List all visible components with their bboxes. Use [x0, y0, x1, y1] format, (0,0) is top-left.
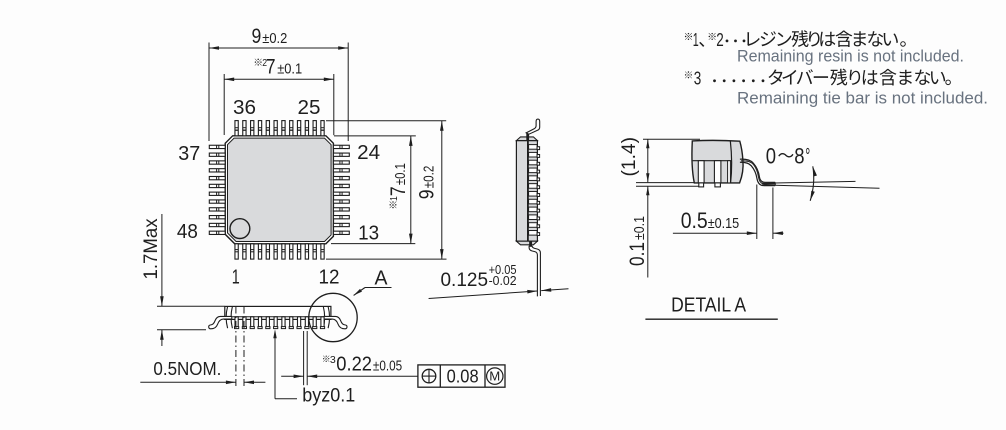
svg-text:7: 7: [266, 56, 276, 79]
svg-text:(1.4): (1.4): [618, 137, 640, 177]
svg-text:0: 0: [766, 144, 776, 169]
svg-text:1: 1: [693, 29, 699, 50]
svg-text:25: 25: [298, 96, 321, 119]
svg-text:byz0.1: byz0.1: [302, 385, 355, 407]
svg-text:48: 48: [177, 220, 198, 243]
svg-text:9: 9: [252, 25, 262, 48]
svg-text:±0.1: ±0.1: [277, 62, 302, 78]
svg-text:13: 13: [358, 222, 379, 245]
svg-text:+0.05: +0.05: [489, 262, 517, 277]
svg-text:0.125: 0.125: [441, 270, 489, 291]
svg-text:DETAIL A: DETAIL A: [671, 294, 746, 317]
svg-text:±0.05: ±0.05: [373, 359, 402, 375]
svg-text:24: 24: [357, 141, 380, 164]
svg-text:1.7Max: 1.7Max: [141, 218, 162, 279]
svg-text:3: 3: [694, 67, 702, 88]
svg-text:0.5: 0.5: [681, 208, 708, 233]
svg-text:9: 9: [416, 189, 439, 199]
svg-text:-0.02: -0.02: [489, 273, 517, 288]
svg-text:±0.15: ±0.15: [708, 215, 740, 232]
svg-text:2: 2: [262, 57, 267, 69]
svg-text:8: 8: [794, 144, 804, 169]
svg-text:0.22: 0.22: [336, 353, 372, 376]
svg-text:±0.2: ±0.2: [262, 31, 287, 47]
svg-text:12: 12: [319, 265, 340, 288]
svg-text:M: M: [489, 370, 500, 384]
svg-text:0.5NOM.: 0.5NOM.: [153, 358, 221, 379]
svg-text:0.1: 0.1: [626, 242, 649, 266]
svg-text:°: °: [805, 144, 810, 169]
svg-text:1: 1: [388, 196, 400, 201]
svg-text:37: 37: [178, 142, 200, 165]
svg-text:±0.2: ±0.2: [422, 166, 438, 189]
svg-text:±0.1: ±0.1: [632, 216, 648, 240]
svg-text:±0.1: ±0.1: [393, 163, 409, 185]
svg-text:2: 2: [716, 29, 724, 50]
svg-text:Remaining resin is not include: Remaining resin is not included.: [737, 48, 964, 66]
svg-text:7: 7: [387, 186, 410, 196]
svg-text:0.08: 0.08: [447, 366, 479, 386]
svg-text:36: 36: [233, 96, 256, 119]
svg-text:3: 3: [330, 354, 336, 366]
svg-text:Remaining tie bar is not inclu: Remaining tie bar is not included.: [737, 90, 988, 108]
svg-text:A: A: [375, 266, 388, 289]
svg-text:1: 1: [232, 265, 240, 288]
